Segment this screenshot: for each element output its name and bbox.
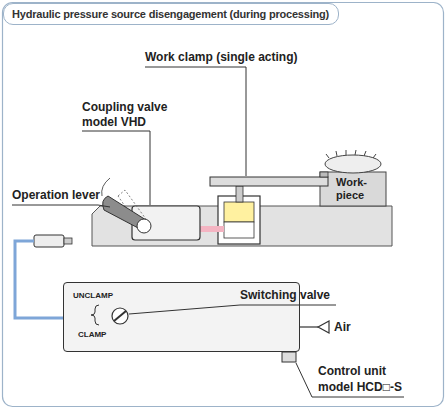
model-label: model HCD□-S: [318, 380, 402, 395]
port-label: Air: [334, 320, 351, 335]
clamp-pad: [320, 172, 328, 177]
leader-line: [129, 305, 336, 314]
leader-line: [296, 363, 404, 397]
part-label: Work clamp (single acting): [145, 50, 297, 65]
clamp-piston: [224, 202, 254, 222]
model-label: model VHD: [82, 115, 146, 130]
frame: [3, 3, 444, 407]
hydraulic-hose: [15, 241, 63, 318]
switching-knob: [112, 308, 128, 324]
workpiece-label: Work-piece: [336, 176, 378, 202]
leader-line: [145, 67, 246, 176]
knob-slot: [114, 311, 126, 321]
clamp-cylinder: [218, 196, 260, 244]
switch-position: UNCLAMP: [73, 291, 113, 301]
hose-plug: [34, 235, 64, 247]
part-label: Switching valve: [240, 288, 330, 303]
unit-fitting: [282, 352, 296, 362]
switch-bracket: [91, 305, 99, 325]
part-label: Operation lever: [12, 188, 100, 203]
part-label: Coupling valve: [82, 100, 167, 115]
gear-teeth: [326, 150, 376, 158]
air-line: [300, 326, 318, 327]
clamp-arm: [210, 177, 328, 186]
motion-arc: [102, 178, 110, 196]
plug-tip: [64, 238, 72, 244]
switch-position: CLAMP: [78, 330, 106, 340]
leader-line: [12, 205, 110, 207]
part-label: Control unit: [318, 364, 386, 379]
clamp-chamber: [224, 222, 254, 238]
coupling-valve: [132, 206, 200, 240]
hydraulic-pipe: [199, 226, 224, 232]
lever-pivot: [137, 219, 151, 233]
title-text: Hydraulic pressure source disengagement …: [12, 8, 329, 20]
title-tab: Hydraulic pressure source disengagement …: [3, 3, 339, 25]
workpiece-block: [320, 172, 386, 206]
air-symbol: [318, 321, 329, 333]
clamp-rod: [236, 186, 243, 202]
